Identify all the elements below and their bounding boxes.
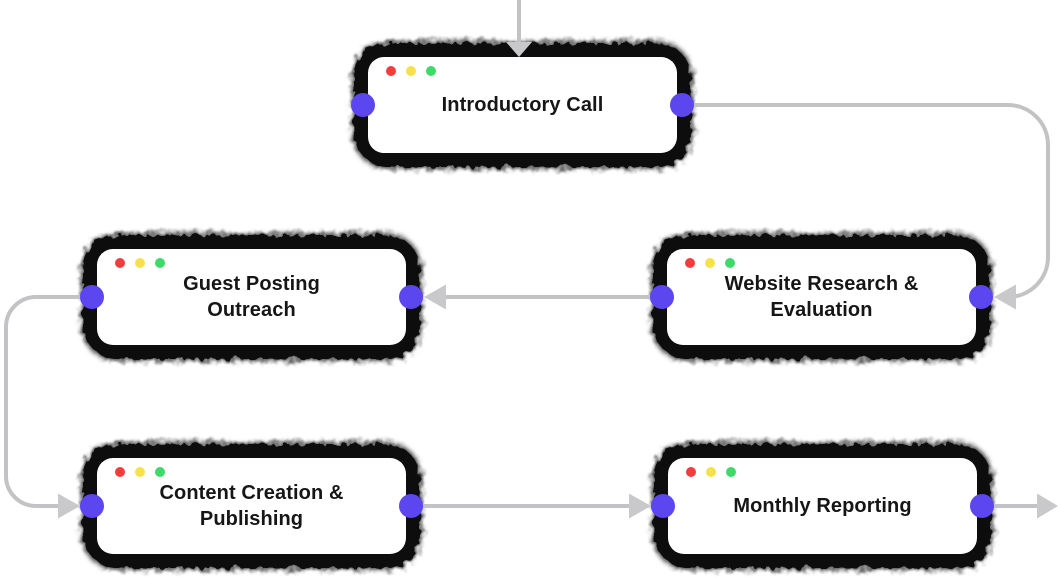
window-dot-yellow-icon	[135, 467, 145, 477]
connector-handle-left[interactable]	[651, 494, 675, 518]
connector-handle-right[interactable]	[969, 285, 993, 309]
node-label: Content Creation & Publishing	[159, 481, 344, 530]
node-card[interactable]: Guest Posting Outreach	[97, 249, 406, 345]
node-monthly-reporting[interactable]: Monthly Reporting	[651, 444, 994, 568]
connector-handle-right[interactable]	[399, 285, 423, 309]
window-dots	[686, 467, 736, 477]
node-card[interactable]: Content Creation & Publishing	[97, 458, 406, 554]
connector-handle-left[interactable]	[650, 285, 674, 309]
window-dot-green-icon	[155, 258, 165, 268]
connector-handle-left[interactable]	[351, 93, 375, 117]
edge-research-arrowhead-icon	[994, 284, 1016, 310]
edge-outreach-arrowhead-icon	[424, 284, 446, 310]
window-dot-red-icon	[686, 467, 696, 477]
window-dots	[115, 467, 165, 477]
node-card[interactable]: Introductory Call	[368, 57, 677, 153]
window-dots	[386, 66, 436, 76]
window-dot-yellow-icon	[706, 467, 716, 477]
window-dots	[685, 258, 735, 268]
edge-content-arrowhead-icon	[58, 493, 80, 519]
edge-exit-arrowhead-icon	[1037, 493, 1058, 519]
connector-handle-right[interactable]	[670, 93, 694, 117]
connector-handle-right[interactable]	[970, 494, 994, 518]
node-label: Website Research & Evaluation	[724, 272, 919, 321]
node-label: Monthly Reporting	[733, 494, 912, 517]
window-dot-green-icon	[426, 66, 436, 76]
node-card[interactable]: Website Research & Evaluation	[667, 249, 976, 345]
node-website-research-evaluation[interactable]: Website Research & Evaluation	[650, 235, 993, 359]
window-dot-red-icon	[115, 258, 125, 268]
window-dot-red-icon	[386, 66, 396, 76]
window-dot-yellow-icon	[135, 258, 145, 268]
edge-outreach-to-content	[3, 295, 92, 508]
connector-handle-right[interactable]	[399, 494, 423, 518]
window-dot-yellow-icon	[705, 258, 715, 268]
connector-handle-left[interactable]	[80, 285, 104, 309]
window-dot-green-icon	[725, 258, 735, 268]
window-dot-yellow-icon	[406, 66, 416, 76]
window-dot-green-icon	[155, 467, 165, 477]
window-dots	[115, 258, 165, 268]
connector-handle-left[interactable]	[80, 494, 104, 518]
window-dot-green-icon	[726, 467, 736, 477]
window-dot-red-icon	[685, 258, 695, 268]
node-label: Guest Posting Outreach	[183, 272, 320, 321]
node-card[interactable]: Monthly Reporting	[668, 458, 977, 554]
window-dot-red-icon	[115, 467, 125, 477]
node-label: Introductory Call	[441, 93, 604, 116]
node-content-creation-publishing[interactable]: Content Creation & Publishing	[80, 444, 423, 568]
node-introductory-call[interactable]: Introductory Call	[351, 43, 694, 167]
edge-reporting-arrowhead-icon	[629, 493, 651, 519]
node-guest-posting-outreach[interactable]: Guest Posting Outreach	[80, 235, 423, 359]
